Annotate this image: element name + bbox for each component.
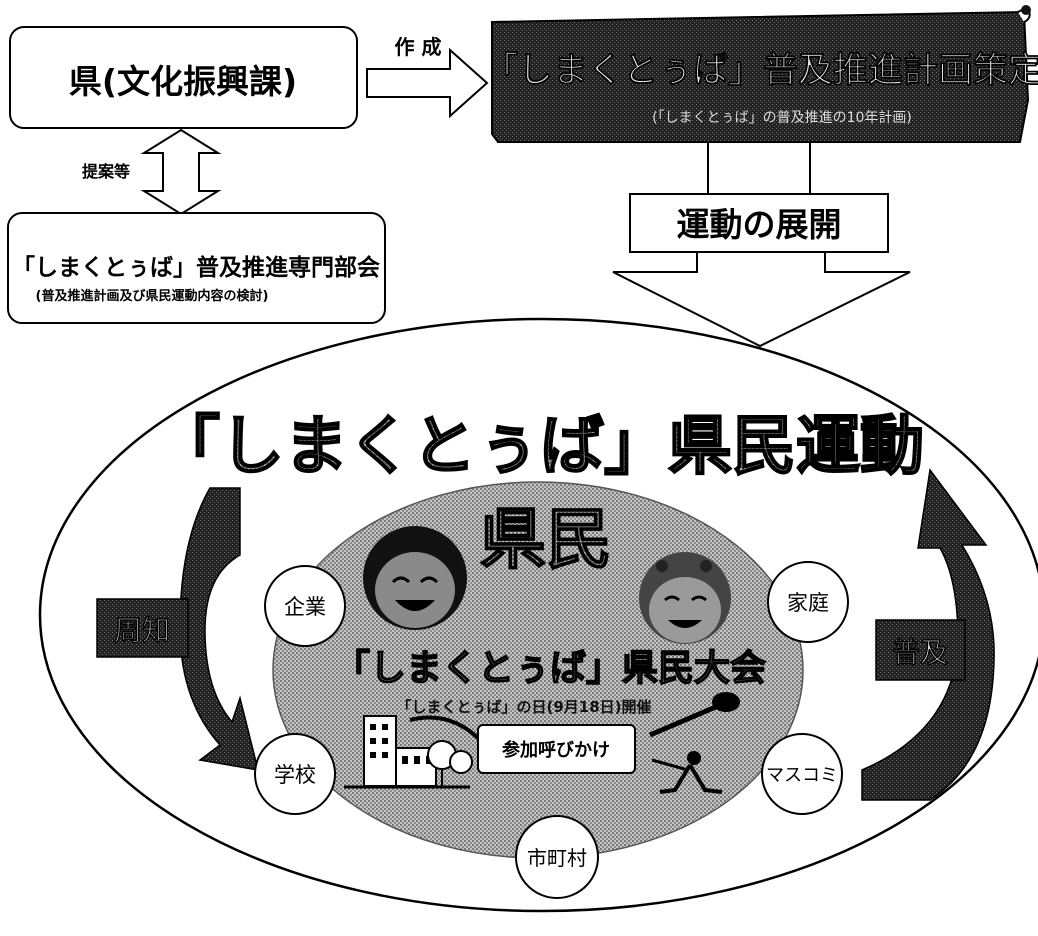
stakeholder-municipalities: 市町村 [515,815,599,899]
proposal-arrow: 提案等 [82,128,222,216]
stakeholder-schools-label: 学校 [274,763,316,787]
stakeholder-media: マスコミ [761,733,843,815]
plan-subtitle: (「しまくとぅば」の普及推進の10年計画) [652,110,912,126]
proposal-label: 提案等 [82,162,130,181]
committee-subtitle: (普及推進計画及び県民運動内容の検討) [36,288,269,304]
stakeholder-families-label: 家庭 [787,591,829,615]
stakeholder-schools: 学校 [254,733,336,815]
left-cycle-arrow: 周知 [96,487,260,771]
plan-banner: 「しまくとぅば」普及推進計画策定 (「しまくとぅば」の普及推進の10年計画) [483,5,1038,143]
right-cycle-arrow: 普及 [861,468,995,801]
call-box: 参加呼びかけ [477,724,636,774]
smiling-face-icon [363,526,467,630]
stakeholder-media-label: マスコミ [766,765,838,786]
create-label: 作 成 [395,35,442,59]
dancer-icon [649,692,740,794]
citizens-label: 県民 [480,501,612,578]
left-cycle-label: 周知 [114,614,170,647]
committee-title: 「しまくとぅば」普及推進専門部会 [12,254,380,281]
stakeholder-families: 家庭 [767,561,849,643]
prefecture-label: 県(文化振興課) [69,62,297,101]
stakeholder-municipalities-label: 市町村 [527,846,587,870]
stakeholder-companies: 企業 [264,565,346,647]
movement-label: 運動の展開 [677,205,842,244]
create-arrow: 作 成 [366,35,489,119]
convention-title: 「しまくとぅば」県民大会 [334,648,766,689]
campaign-title: 「しまくとぅば」県民運動 [156,410,924,484]
committee-box: 「しまくとぅば」普及推進専門部会 (普及推進計画及び県民運動内容の検討) [7,212,386,324]
prefecture-box: 県(文化振興課) [9,26,358,129]
movement-box [629,193,889,253]
convention-note: 「しまくとぅば」の日(9月18日)開催 [396,698,651,716]
city-buildings-icon [344,715,482,789]
stakeholder-companies-label: 企業 [284,595,326,619]
plan-title: 「しまくとぅば」普及推進計画策定 [483,51,1038,91]
right-cycle-label: 普及 [892,636,948,669]
call-box-label: 参加呼びかけ [502,739,610,761]
movement-flow: 運動の展開 [612,141,911,348]
elder-face-icon [639,552,731,644]
